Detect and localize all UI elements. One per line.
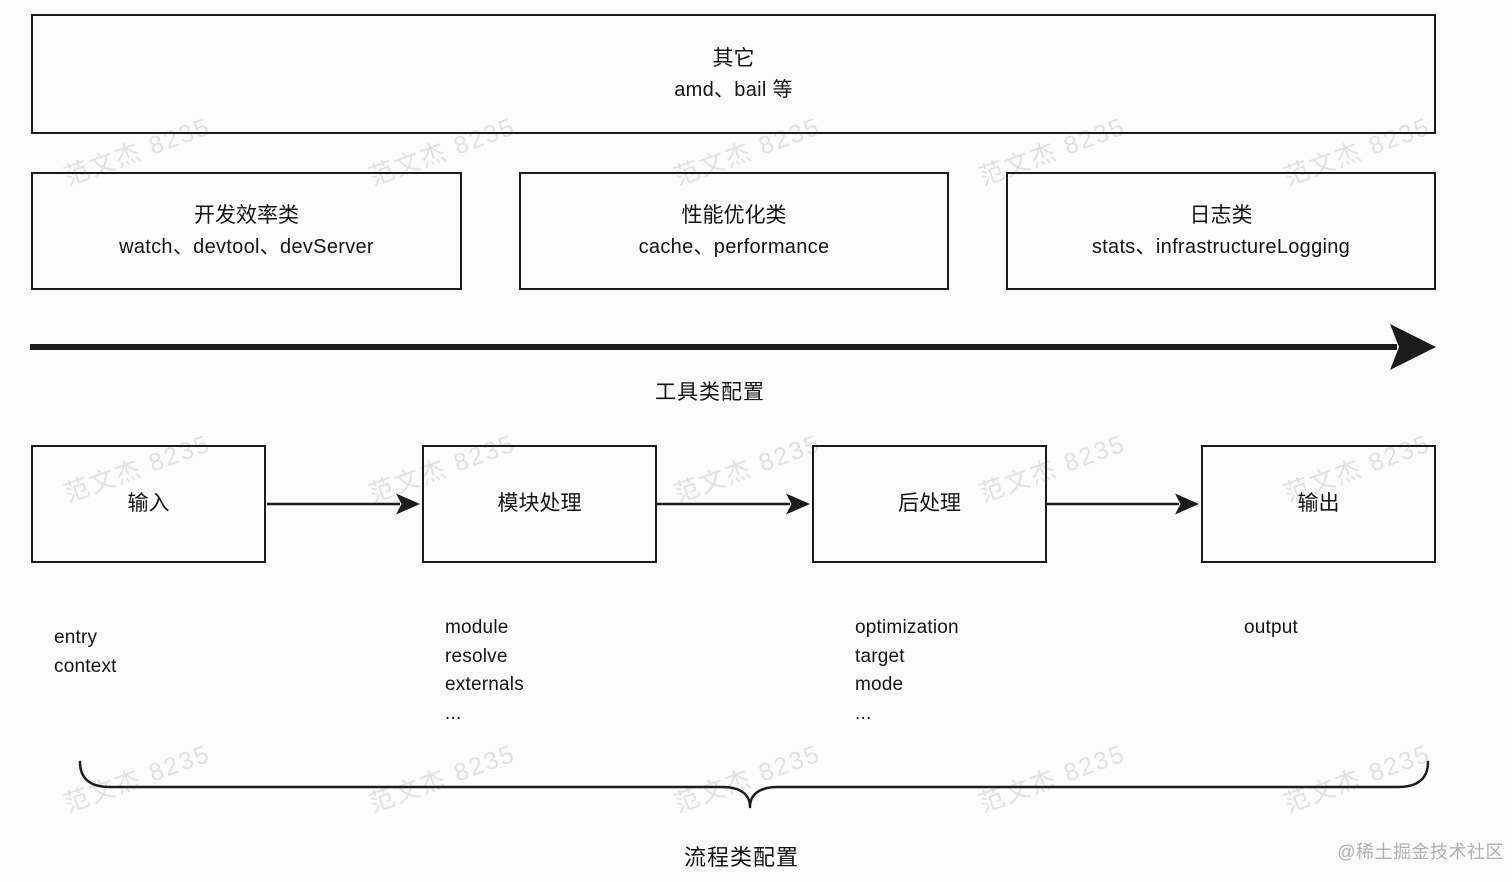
watermark-text: 范文杰 8235 xyxy=(60,739,215,819)
watermark-text: 范文杰 8235 xyxy=(670,429,825,509)
box-title: 性能优化类 xyxy=(681,203,787,227)
tool-box-performance: 性能优化类 cache、performance xyxy=(519,172,949,290)
flow-props-module-processing: module resolve externals ... xyxy=(445,614,524,728)
box-title: 其它 xyxy=(712,46,755,70)
prop-item: output xyxy=(1244,617,1299,638)
prop-item: module xyxy=(445,617,509,638)
flow-node-input: 输入 xyxy=(31,445,266,563)
flow-brace-label: 流程类配置 xyxy=(684,845,800,870)
flow-node-label: 模块处理 xyxy=(497,492,582,516)
flow-props-input: entry context xyxy=(54,624,117,681)
watermark-text: 范文杰 8235 xyxy=(670,739,825,819)
box-subtitle: stats、infrastructureLogging xyxy=(1091,236,1351,259)
box-subtitle: cache、performance xyxy=(638,236,830,259)
prop-item: resolve xyxy=(445,645,508,667)
flow-node-output: 输出 xyxy=(1201,445,1436,563)
prop-item: optimization xyxy=(855,617,959,638)
box-subtitle: watch、devtool、devServer xyxy=(119,236,374,259)
flow-props-post-processing: optimization target mode ... xyxy=(855,614,959,728)
tool-axis-label: 工具类配置 xyxy=(655,381,765,404)
flow-node-label: 输入 xyxy=(127,492,170,516)
tool-box-logging: 日志类 stats、infrastructureLogging xyxy=(1006,172,1436,290)
watermark-text: 范文杰 8235 xyxy=(365,739,520,819)
box-title: 日志类 xyxy=(1189,203,1253,227)
box-title: 开发效率类 xyxy=(194,203,299,227)
prop-item: ... xyxy=(445,702,462,724)
tool-box-dev-efficiency: 开发效率类 watch、devtool、devServer xyxy=(31,172,462,290)
box-subtitle: amd、bail 等 xyxy=(674,79,793,102)
flow-node-label: 输出 xyxy=(1297,492,1340,516)
other-config-box: 其它 amd、bail 等 xyxy=(31,14,1436,134)
flow-node-label: 后处理 xyxy=(898,492,961,516)
watermark-text: 范文杰 8235 xyxy=(1280,739,1435,819)
prop-item: ... xyxy=(855,702,872,724)
community-credit-watermark: @稀土掘金技术社区 xyxy=(1337,842,1504,862)
flow-node-module-processing: 模块处理 xyxy=(422,445,657,563)
prop-item: mode xyxy=(855,674,904,695)
prop-item: externals xyxy=(445,674,524,695)
flow-node-post-processing: 后处理 xyxy=(812,445,1047,563)
watermark-text: 范文杰 8235 xyxy=(975,739,1130,819)
prop-item: entry xyxy=(54,627,98,648)
prop-item: target xyxy=(855,645,905,667)
prop-item: context xyxy=(54,655,117,677)
flow-props-output: output xyxy=(1244,614,1298,643)
